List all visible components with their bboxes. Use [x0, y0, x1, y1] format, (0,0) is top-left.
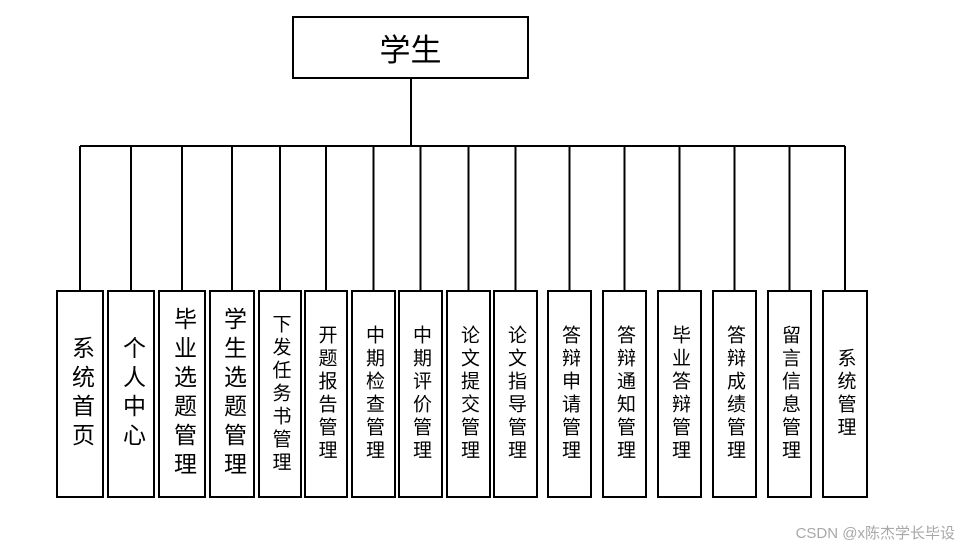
root-node-label: 学生	[379, 33, 442, 69]
child-node-label: 系统首页	[67, 336, 94, 452]
child-node: 毕业答辩管理	[657, 290, 702, 498]
child-node-label: 学生选题管理	[219, 307, 246, 481]
child-node-label: 答辩通知管理	[614, 325, 636, 463]
child-node-label: 答辩成绩管理	[724, 325, 746, 463]
child-node-label: 开题报告管理	[315, 325, 338, 463]
child-node: 中期评价管理	[398, 290, 443, 498]
child-node: 毕业选题管理	[158, 290, 206, 498]
child-node: 答辩申请管理	[547, 290, 592, 498]
root-node: 学生	[292, 16, 529, 79]
child-node: 下发任务书管理	[258, 290, 302, 498]
child-node-label: 留言信息管理	[779, 325, 801, 463]
child-node-label: 论文提交管理	[458, 325, 480, 463]
child-node: 系统首页	[56, 290, 104, 498]
child-node-label: 中期评价管理	[410, 325, 432, 463]
child-node-label: 毕业答辩管理	[669, 325, 691, 463]
child-node: 开题报告管理	[304, 290, 348, 498]
child-node-label: 下发任务书管理	[269, 313, 292, 475]
child-node: 答辩成绩管理	[712, 290, 757, 498]
child-node: 学生选题管理	[209, 290, 255, 498]
child-node-label: 毕业选题管理	[169, 307, 196, 481]
child-node-label: 中期检查管理	[363, 325, 385, 463]
child-node-label: 个人中心	[118, 336, 145, 452]
child-node: 论文指导管理	[493, 290, 538, 498]
child-node: 中期检查管理	[351, 290, 396, 498]
child-node: 答辩通知管理	[602, 290, 647, 498]
child-node-label: 论文指导管理	[505, 325, 527, 463]
child-node: 个人中心	[107, 290, 155, 498]
child-node-label: 系统管理	[834, 348, 857, 440]
child-node: 论文提交管理	[446, 290, 491, 498]
child-node: 留言信息管理	[767, 290, 812, 498]
child-node-label: 答辩申请管理	[559, 325, 581, 463]
child-node: 系统管理	[822, 290, 868, 498]
watermark-text: CSDN @x陈杰学长毕设	[795, 525, 955, 542]
